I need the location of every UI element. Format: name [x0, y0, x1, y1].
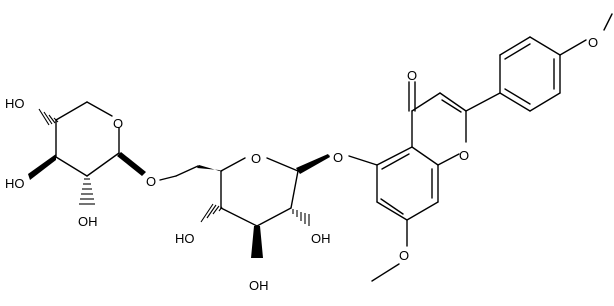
chromone-ring-oxygen-label: O: [459, 148, 469, 163]
glucose-ring-oxygen-label: O: [251, 151, 261, 166]
hashed-bond: [38, 108, 59, 126]
xylose-ring-oxygen-label: O: [113, 116, 123, 131]
xylose-hydroxyl-bottom-label: OH: [78, 214, 98, 229]
xylose-hydroxyl-left-label: HO: [5, 176, 25, 191]
glucose-hydroxyl-left-label: HO: [175, 231, 195, 246]
methoxyphenyl-ring: [465, 13, 613, 112]
glucose-hydroxyl-right-label: OH: [311, 231, 331, 246]
glucose-ring: [175, 154, 330, 258]
hashed-bond: [200, 203, 223, 223]
hashed-bond: [79, 178, 95, 205]
methoxyphenyl-oxygen-label: O: [588, 35, 598, 50]
chromone-methoxy-oxygen-label: O: [399, 248, 409, 263]
atom-labels: O O O O O O O O HO HO OH HO OH OH: [5, 35, 598, 293]
glycosidic-oxygen-label: O: [333, 150, 343, 165]
linker-bonds: [159, 175, 177, 181]
xylose-ring: [28, 101, 146, 205]
chromone-methoxy: [371, 219, 408, 282]
xylose-hydroxyl-top-label: HO: [5, 96, 25, 111]
glucose-hydroxyl-bottom-label: OH: [249, 278, 269, 293]
linker-oxygen-label: O: [146, 174, 156, 189]
chromone-core: [376, 81, 467, 221]
hashed-bond: [292, 209, 310, 226]
ketone-oxygen-label: O: [407, 68, 417, 83]
